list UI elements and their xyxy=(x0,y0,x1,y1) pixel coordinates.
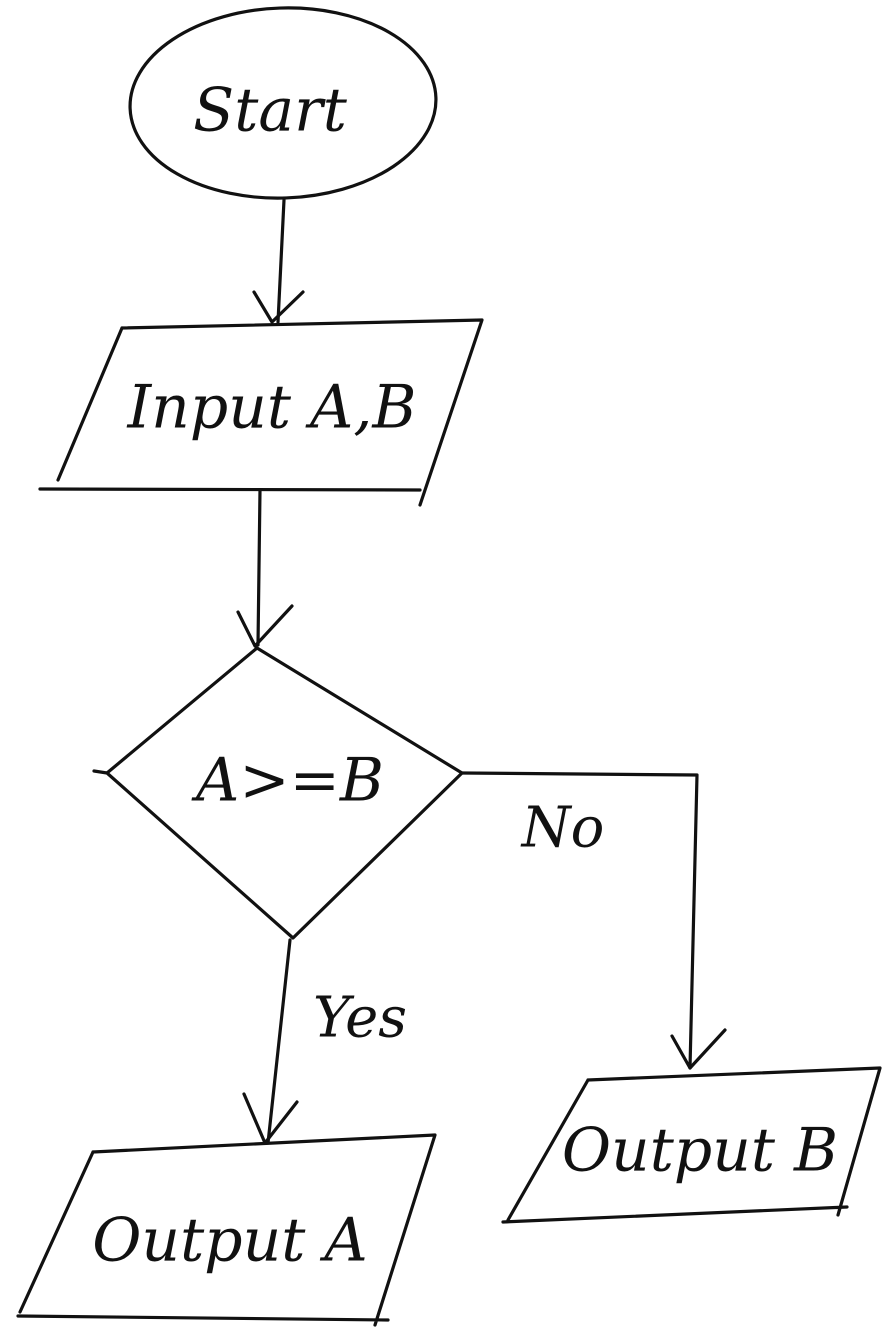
edge-start-input-line xyxy=(276,198,286,324)
output-a-parallelogram xyxy=(16,1133,437,1327)
input-label: Input A,B xyxy=(126,373,416,443)
edge-decision-outB: No xyxy=(460,771,727,1070)
output-b-label: Output B xyxy=(562,1116,838,1186)
node-decision: A>=B xyxy=(92,646,464,940)
edge-no-arrowhead xyxy=(670,1028,727,1070)
edge-start-input xyxy=(252,198,305,324)
node-output-b: Output B xyxy=(501,1066,882,1224)
edge-start-input-arrowhead xyxy=(252,290,305,324)
output-b-parallelogram xyxy=(501,1066,882,1224)
decision-label: A>=B xyxy=(191,746,384,816)
edge-no-line xyxy=(460,771,699,1070)
edge-no-label: No xyxy=(520,796,605,861)
start-label: Start xyxy=(193,76,348,146)
start-ellipse xyxy=(128,6,438,200)
edge-input-decision-arrowhead xyxy=(236,604,294,648)
node-start: Start xyxy=(128,6,438,200)
edge-decision-outA: Yes xyxy=(242,938,407,1145)
node-input: Input A,B xyxy=(38,318,484,507)
edge-input-decision-line xyxy=(256,488,262,647)
output-a-label: Output A xyxy=(92,1206,368,1276)
input-parallelogram xyxy=(38,318,484,507)
edge-yes-label: Yes xyxy=(313,986,407,1051)
edge-yes-line xyxy=(266,938,292,1145)
node-output-a: Output A xyxy=(16,1133,437,1327)
decision-diamond xyxy=(92,646,464,940)
edge-input-decision xyxy=(236,488,294,648)
